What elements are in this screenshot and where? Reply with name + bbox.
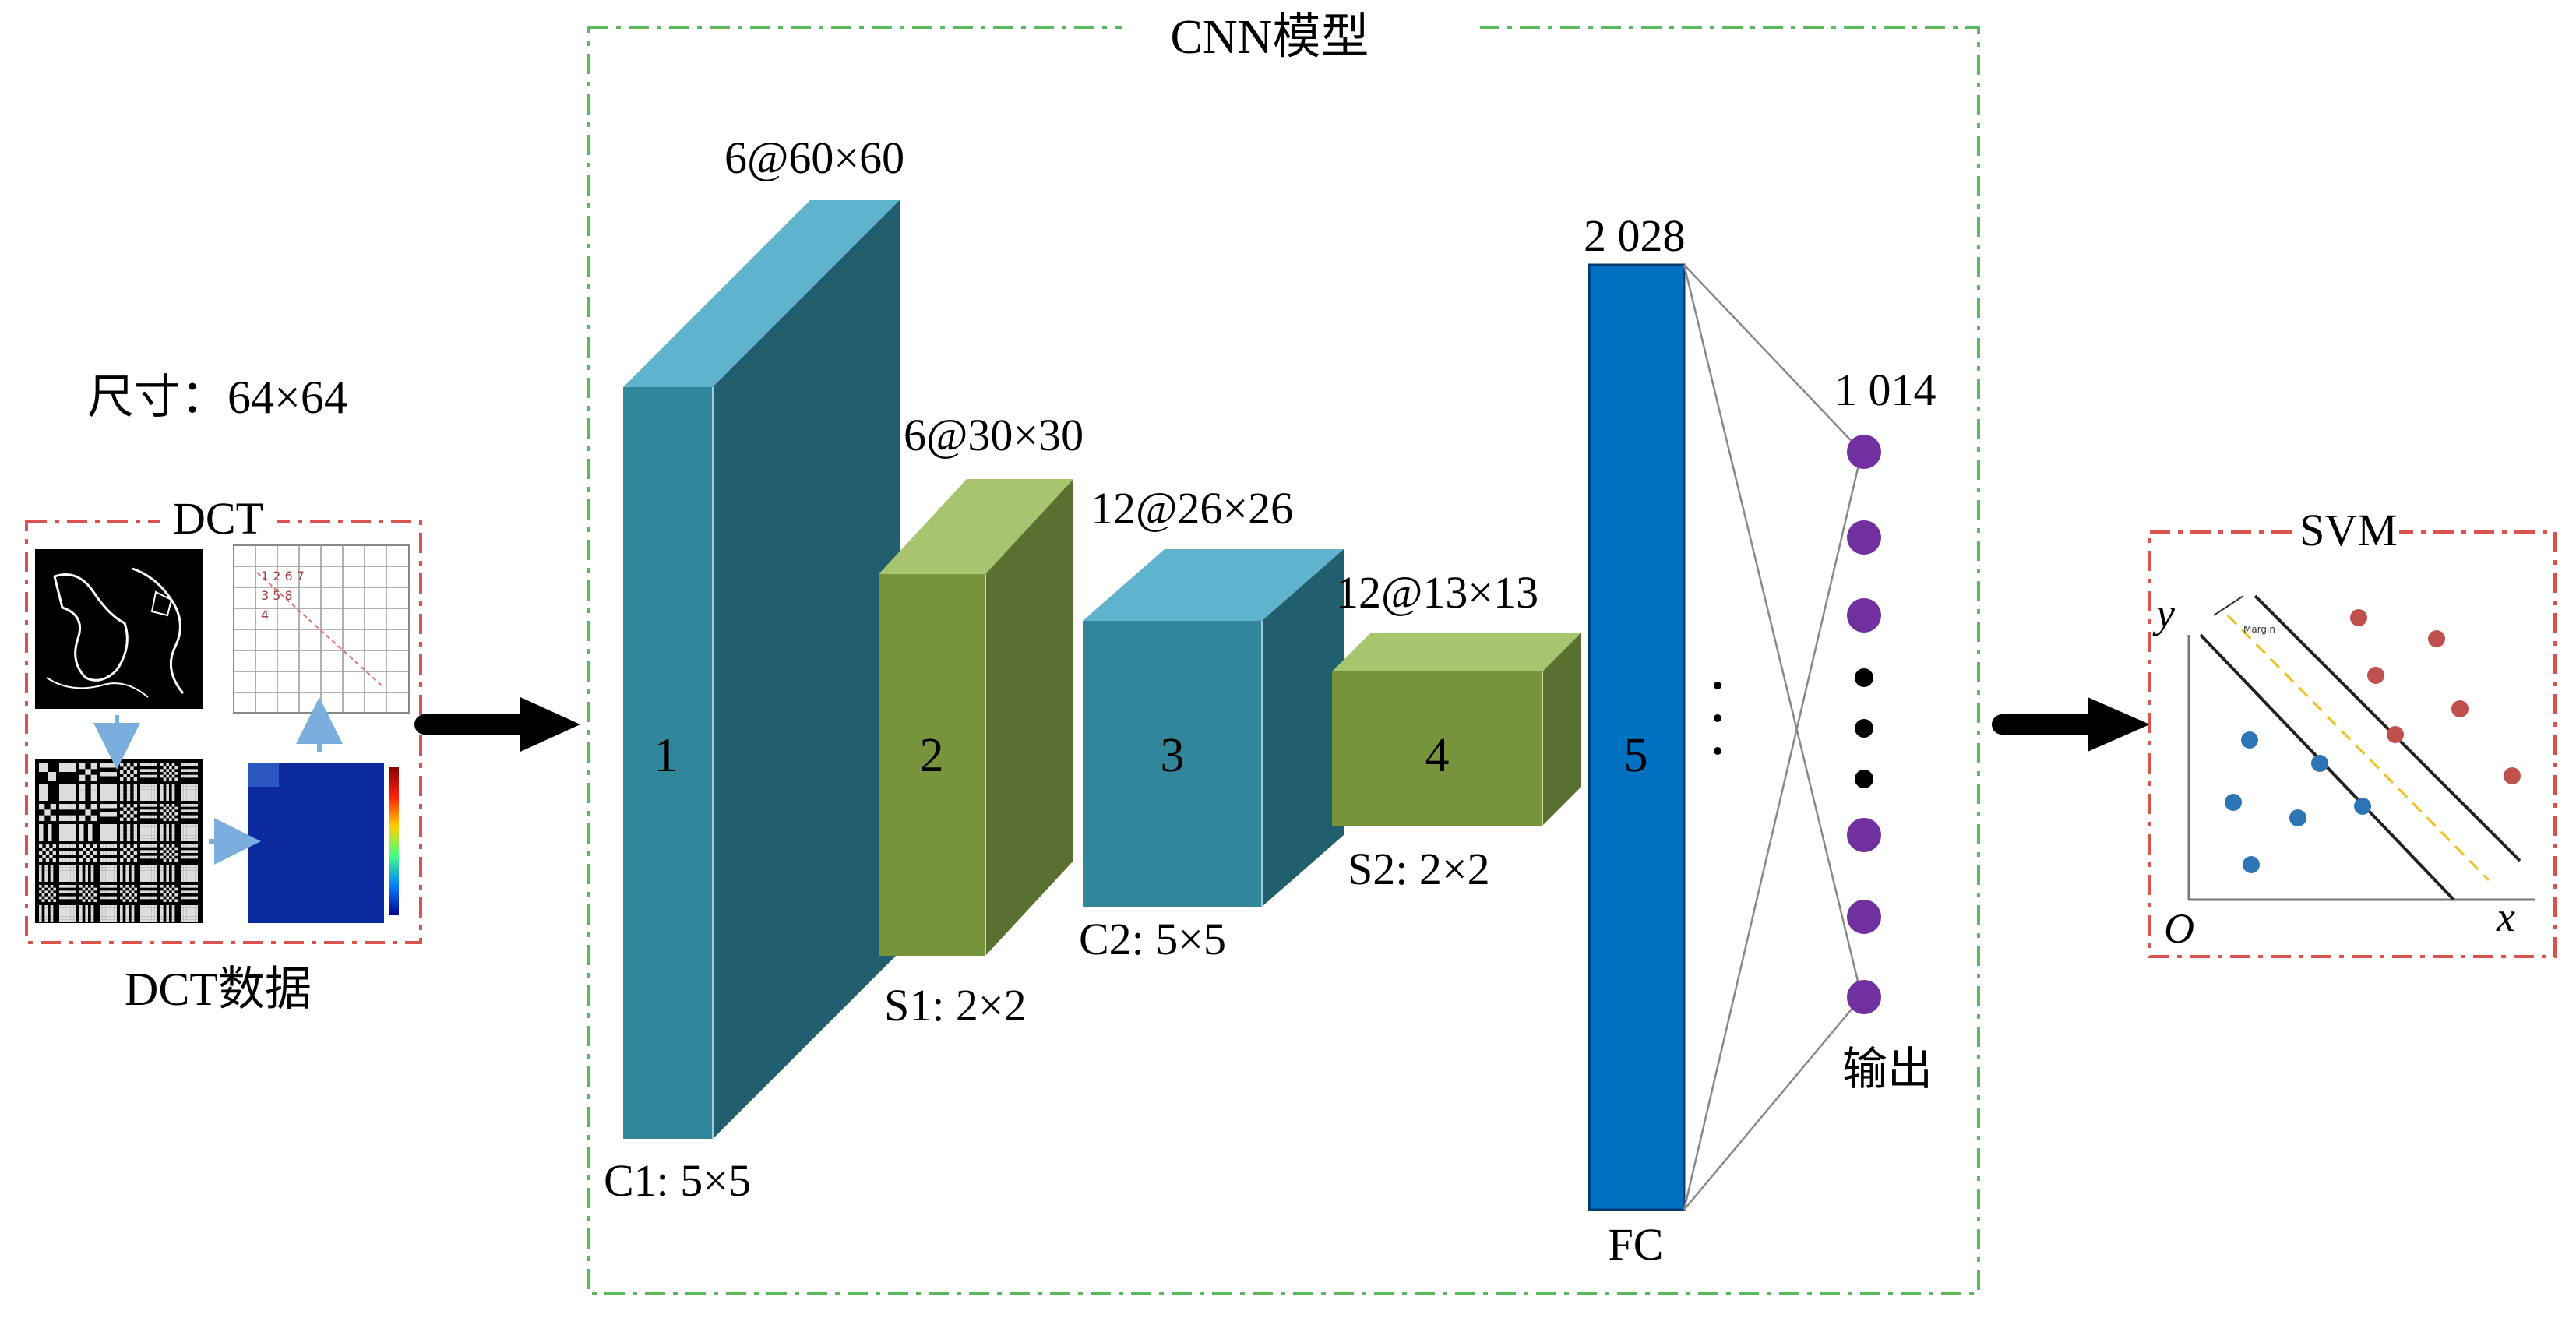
svm-point-red xyxy=(2428,630,2445,647)
svm-point-red xyxy=(2387,726,2404,743)
layer-2-block xyxy=(879,479,1073,956)
layer-3-kernel-label: C2: 5×5 xyxy=(1079,914,1226,964)
svm-title-bg xyxy=(2298,506,2399,553)
ellipsis-dot xyxy=(1714,714,1721,722)
dct-caption: DCT数据 xyxy=(125,964,312,1015)
svm-point-blue xyxy=(2354,798,2371,815)
layer-3-block xyxy=(1083,549,1344,907)
output-neuron xyxy=(1847,435,1881,469)
layer-2-map-label: 6@30×30 xyxy=(904,410,1084,460)
layer-3-id: 3 xyxy=(1161,729,1185,782)
output-count-label: 1 014 xyxy=(1834,365,1936,415)
svm-point-red xyxy=(2350,609,2367,626)
svm-point-blue xyxy=(2311,755,2328,772)
svm-y-axis-label: y xyxy=(2152,590,2175,636)
output-ellipsis-dot xyxy=(1855,719,1873,738)
dct-zigzag-grid: 1 2 6 7 3 5 8 4 xyxy=(233,544,410,714)
layer-1-block xyxy=(623,200,900,1139)
cnn-title: CNN模型 xyxy=(1171,11,1369,64)
fc-connections xyxy=(1683,264,1863,1211)
svm-point-blue xyxy=(2241,731,2258,749)
layer-5-map-label: 2 028 xyxy=(1584,210,1686,261)
svm-point-blue xyxy=(2225,794,2242,811)
layer-5-block xyxy=(1588,263,1686,1211)
layer-4-id: 4 xyxy=(1425,729,1450,782)
dct-title-bg xyxy=(160,495,277,541)
svm-x-axis-label: x xyxy=(2496,893,2515,940)
svm-margin-indicator xyxy=(2213,595,2244,616)
dct-heatmap xyxy=(248,763,399,923)
svm-title: SVM xyxy=(2299,505,2398,555)
arrow-to-svm xyxy=(1992,697,2150,752)
svm-point-red xyxy=(2504,767,2521,784)
svg-text:1 2 6 7: 1 2 6 7 xyxy=(261,569,305,583)
layer-4-kernel-label: S2: 2×2 xyxy=(1348,844,1490,894)
dct-frame xyxy=(25,520,422,944)
svm-point-blue xyxy=(2289,809,2306,826)
svm-frame xyxy=(2148,530,2557,958)
layer-5-kernel-label: FC xyxy=(1609,1219,1664,1270)
svm-point-blue xyxy=(2243,856,2260,873)
ellipsis-dot xyxy=(1714,682,1721,689)
output-neuron xyxy=(1847,818,1881,852)
svm-origin-label: O xyxy=(2164,905,2194,952)
svm-margin-line-upper xyxy=(2254,594,2521,862)
dct-source-image xyxy=(35,549,203,709)
layer-1-kernel-label: C1: 5×5 xyxy=(604,1155,751,1206)
layer-1-map-label: 6@60×60 xyxy=(724,132,904,183)
svm-margin-label: Margin xyxy=(2243,624,2275,635)
svg-text:4: 4 xyxy=(261,608,269,622)
output-neuron xyxy=(1847,900,1881,934)
layer-1-id: 1 xyxy=(654,729,678,782)
output-ellipsis-dot xyxy=(1855,668,1873,687)
arrow-to-cnn xyxy=(414,697,580,752)
layer-3-map-label: 12@26×26 xyxy=(1091,483,1293,534)
svm-point-red xyxy=(2451,700,2469,717)
layer-5-id: 5 xyxy=(1624,729,1648,782)
svg-text:3 5 8: 3 5 8 xyxy=(261,588,293,603)
layer-2-id: 2 xyxy=(920,729,944,782)
ellipsis-dot xyxy=(1714,747,1721,755)
output-ellipsis-dot xyxy=(1855,770,1873,788)
output-neuron xyxy=(1847,520,1881,555)
layer-2-kernel-label: S1: 2×2 xyxy=(884,980,1027,1031)
output-label: 输出 xyxy=(1842,1044,1933,1094)
input-size-label: 尺寸：64×64 xyxy=(87,372,347,423)
layer-4-block xyxy=(1332,633,1581,826)
cnn-title-bg xyxy=(1122,8,1480,55)
dct-title: DCT xyxy=(173,493,263,544)
output-neuron xyxy=(1847,598,1881,633)
svm-point-red xyxy=(2367,667,2384,684)
dct-basis-image xyxy=(35,759,203,923)
svm-hyperplane xyxy=(2226,614,2490,882)
layer-4-map-label: 12@13×13 xyxy=(1336,567,1538,618)
output-neuron xyxy=(1847,980,1881,1014)
